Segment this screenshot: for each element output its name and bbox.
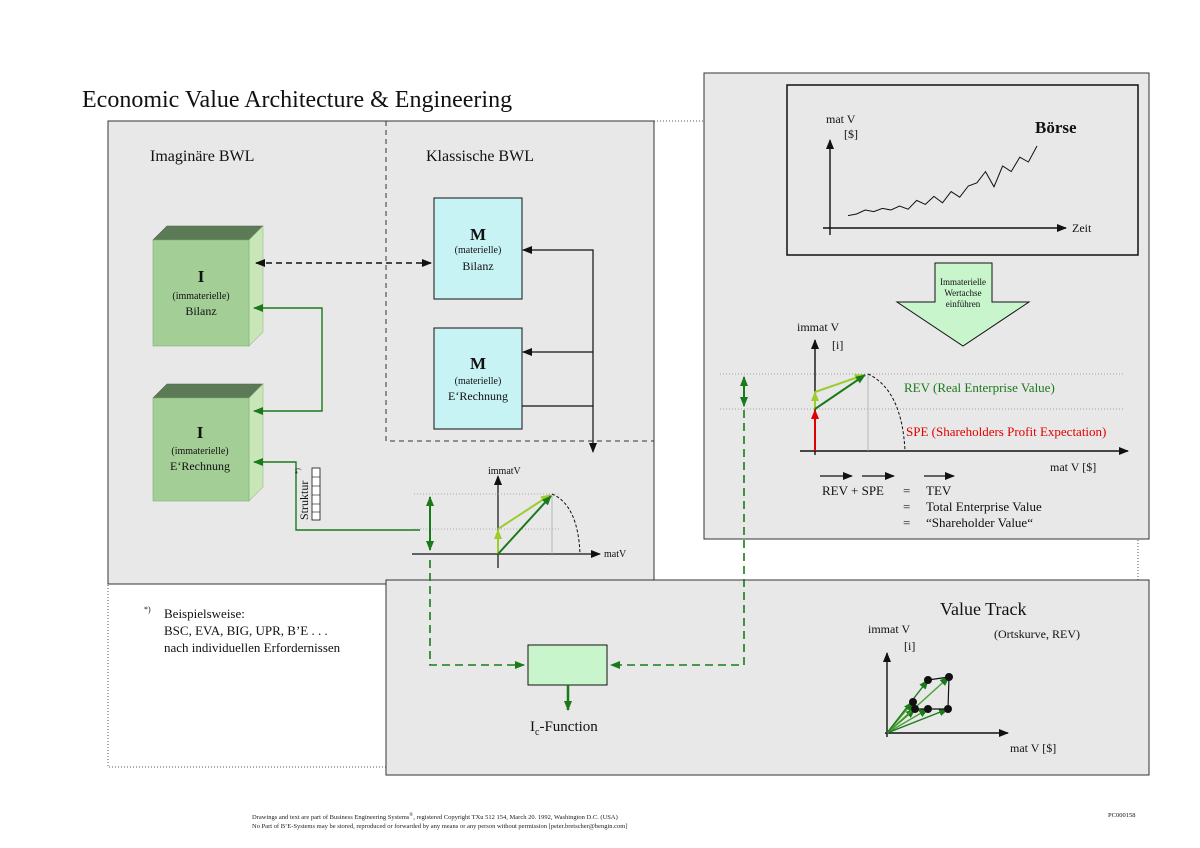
eq-text-2: Total Enterprise Value	[926, 499, 1042, 514]
box-bottom-name: E‘Rechnung	[448, 389, 508, 403]
eq-op-2: =	[903, 499, 910, 514]
cube-bottom-letter: I	[197, 423, 204, 442]
copyright-line-2: No Part of B’E-Systems may be stored, re…	[252, 823, 628, 831]
footer-code: PC000158	[1108, 812, 1135, 819]
eq-op-3: =	[903, 515, 910, 530]
classic-bwl-heading: Klassische BWL	[426, 148, 534, 165]
vt-point	[924, 676, 932, 684]
ic-function-label: Ic-Function	[530, 719, 598, 738]
value-track-panel	[385, 579, 1150, 776]
box-top-name: Bilanz	[462, 259, 493, 273]
vt-points	[909, 673, 953, 713]
cube-bottom-sub: (immaterielle)	[171, 446, 228, 457]
boerse-y-label-2: [$]	[844, 127, 858, 141]
rev-y-label-2: [i]	[832, 338, 843, 352]
feedback-to-balance-connector	[522, 246, 594, 406]
boerse-box	[786, 84, 1139, 256]
vt-point	[924, 705, 932, 713]
cube-top-sub: (immaterielle)	[172, 291, 229, 302]
ic-function-box	[527, 644, 608, 686]
vt-x-label: mat V [$]	[1010, 741, 1056, 755]
introduce-axis-arrow: Immaterielle Wertachse einführen	[895, 262, 1031, 347]
vt-point	[909, 698, 917, 706]
eq-op-1: =	[903, 483, 910, 498]
rev-arc	[867, 373, 906, 452]
value-track-chart: immat V [i] mat V [$]	[868, 622, 1056, 755]
footnote-line-3: nach individuellen Erfordernissen	[164, 640, 341, 655]
rev-y-label-1: immat V	[797, 320, 839, 334]
vt-y-label-1: immat V	[868, 622, 910, 636]
cube-top-letter: I	[198, 267, 205, 286]
spe-label: SPE (Shareholders Profit Expectation)	[906, 424, 1106, 439]
green-link-to-balance	[253, 304, 323, 373]
value-track-title: Value Track	[940, 599, 1027, 619]
page-title: Economic Value Architecture & Engineerin…	[82, 87, 512, 113]
box-top-sub: (materielle)	[455, 245, 502, 256]
mini-arc	[551, 493, 581, 555]
imaginary-bwl-heading: Imaginäre BWL	[150, 148, 254, 165]
cube-immaterial-income: I (immaterielle) E‘Rechnung	[152, 383, 264, 502]
struktur-sup: *)	[294, 468, 302, 475]
copyright-line-1: Drawings and text are part of Business E…	[252, 813, 618, 822]
arrow-label-1: Immaterielle	[940, 277, 986, 287]
vt-vector	[886, 708, 949, 734]
classic-section-divider	[385, 121, 654, 442]
eq-left: REV + SPE	[822, 483, 884, 498]
boerse-y-label-1: mat V	[826, 112, 856, 126]
rev-x-label: mat V [$]	[1050, 460, 1096, 474]
mini-value-chart: immatV matV	[412, 466, 627, 568]
vt-vectors	[886, 676, 950, 734]
green-link-structure	[253, 458, 420, 531]
mini-y-label: immatV	[488, 466, 522, 477]
footnote-line-1: Beispielsweise:	[164, 606, 245, 621]
rev-chart: immat V [i] REV (Real Enterprise Value) …	[720, 320, 1129, 474]
footnote: *) Beispielsweise: BSC, EVA, BIG, UPR, B…	[144, 605, 341, 655]
box-material-balance: M (materielle) Bilanz	[433, 197, 523, 300]
footnote-marker: *)	[144, 605, 151, 614]
cube-immaterial-balance: I (immaterielle) Bilanz	[152, 225, 264, 347]
vt-vector	[886, 708, 929, 734]
tev-equation: REV + SPE = TEV = Total Enterprise Value…	[820, 472, 1042, 530]
dashed-green-from-mini-chart	[429, 560, 525, 669]
tev-vector	[814, 374, 866, 410]
mini-tev-vector	[497, 495, 552, 555]
boerse-chart: mat V [$] Börse Zeit	[823, 112, 1092, 235]
boerse-x-label: Zeit	[1072, 221, 1092, 235]
vt-vector	[886, 679, 929, 734]
arrow-label-2: Wertachse	[944, 288, 981, 298]
green-link-to-income	[253, 373, 323, 415]
arrow-label-3: einführen	[946, 299, 981, 309]
boerse-price-line	[847, 145, 1038, 217]
box-bottom-letter: M	[470, 354, 486, 373]
vt-point	[944, 705, 952, 713]
vt-point	[945, 673, 953, 681]
value-track-subtitle: (Ortskurve, REV)	[994, 627, 1080, 641]
rev-label: REV (Real Enterprise Value)	[904, 380, 1055, 395]
box-top-letter: M	[470, 225, 486, 244]
dashed-green-from-rev-chart	[610, 410, 745, 669]
mini-x-label: matV	[604, 549, 627, 560]
outer-dotted-frame-left	[107, 585, 386, 768]
vt-point	[911, 705, 919, 713]
struktur-ladder: Struktur *)	[294, 468, 321, 521]
boerse-title: Börse	[1035, 118, 1077, 137]
cube-bottom-name: E‘Rechnung	[170, 459, 230, 473]
footnote-line-2: BSC, EVA, BIG, UPR, B’E . . .	[164, 623, 328, 638]
mini-rev-vector	[497, 494, 551, 530]
vt-vector	[886, 676, 950, 734]
box-material-income: M (materielle) E‘Rechnung	[433, 327, 523, 430]
eq-text-3: “Shareholder Value“	[926, 515, 1033, 530]
struktur-label: Struktur	[297, 481, 311, 520]
box-bottom-sub: (materielle)	[455, 376, 502, 387]
eq-text-1: TEV	[926, 483, 952, 498]
vt-y-label-2: [i]	[904, 639, 915, 653]
cube-top-name: Bilanz	[185, 304, 216, 318]
copyright-footer: Drawings and text are part of Business E…	[252, 811, 627, 831]
